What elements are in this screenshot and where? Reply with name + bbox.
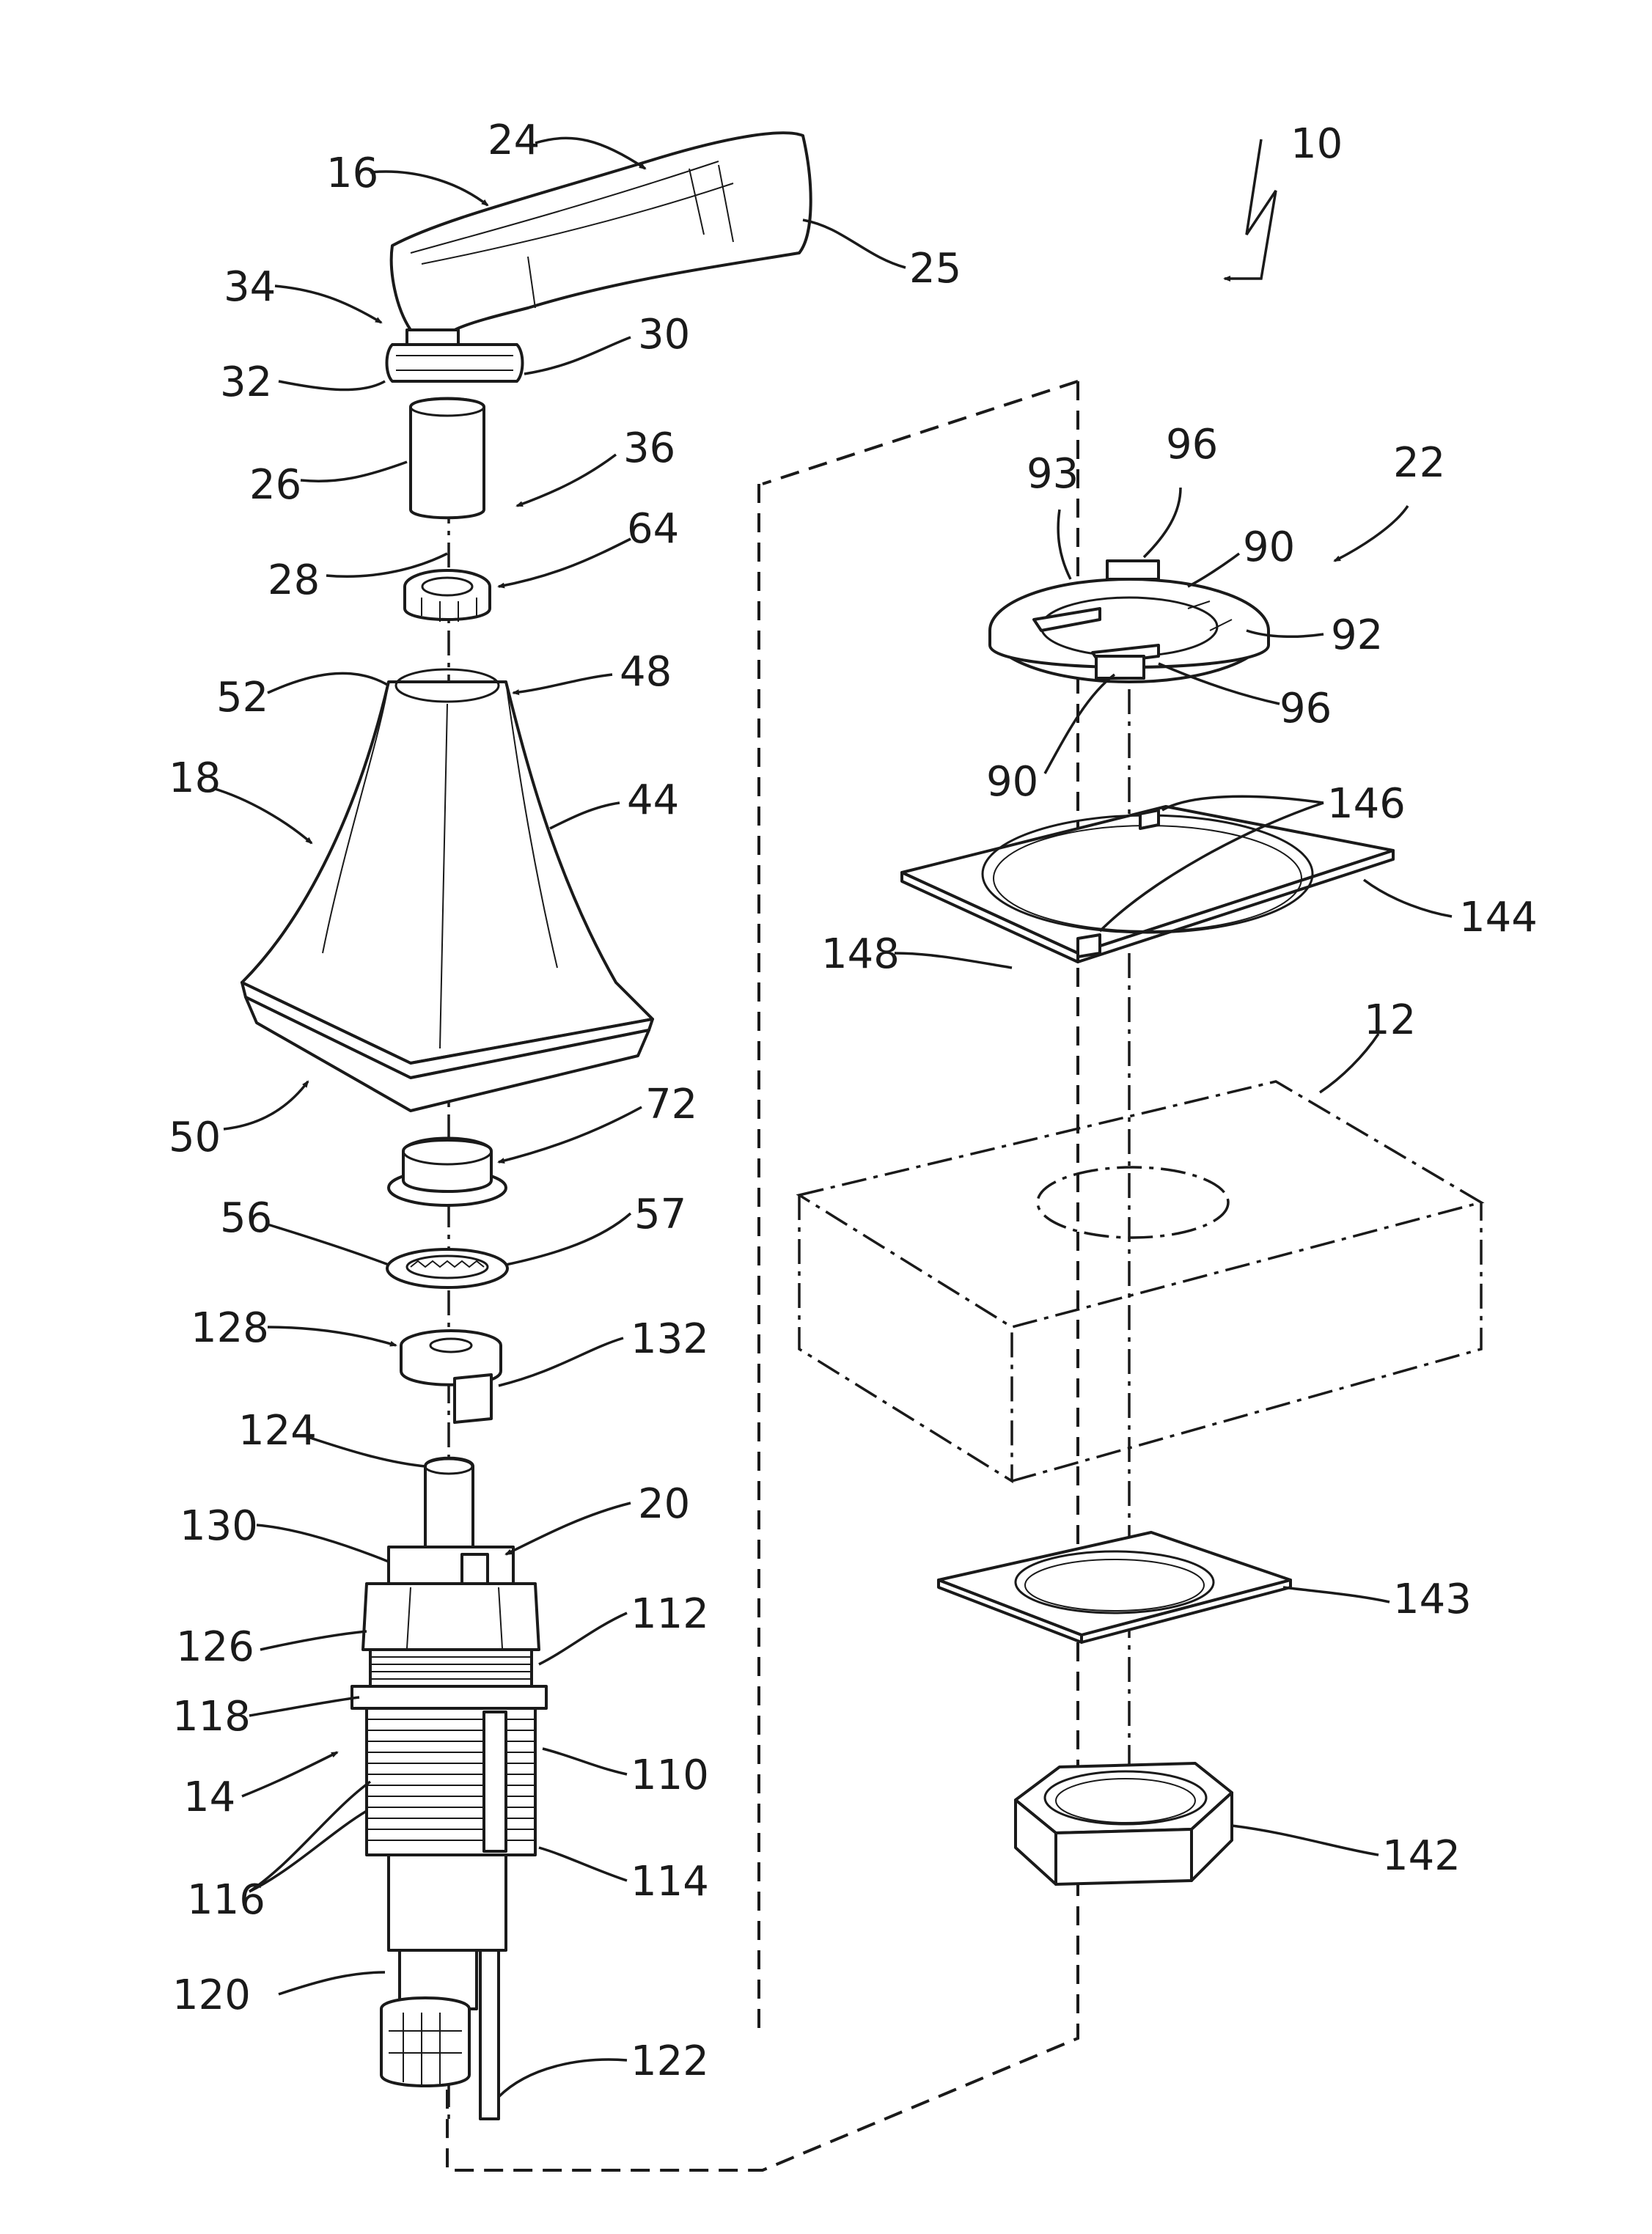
ref-10: 10 — [1291, 120, 1343, 168]
stop-ring — [401, 1331, 501, 1422]
ref-116: 116 — [187, 1876, 265, 1924]
ref-142: 142 — [1382, 1832, 1461, 1880]
ref-12: 12 — [1364, 996, 1416, 1044]
ref-18: 18 — [169, 754, 221, 802]
ref-52: 52 — [216, 674, 268, 721]
mounting-clip-plate — [990, 561, 1269, 682]
ref-144: 144 — [1459, 894, 1538, 941]
ref-118: 118 — [172, 1693, 251, 1741]
ref-64: 64 — [627, 505, 679, 553]
square-mounting-plate — [902, 806, 1393, 962]
ref-56: 56 — [220, 1194, 272, 1242]
ref-130: 130 — [180, 1502, 258, 1550]
ref-110: 110 — [631, 1752, 709, 1799]
ref-128: 128 — [191, 1304, 269, 1352]
ref-14: 14 — [183, 1774, 235, 1821]
spline-washer — [387, 1249, 507, 1287]
handle — [387, 133, 811, 518]
ref-30: 30 — [638, 311, 690, 359]
ref-112: 112 — [631, 1590, 709, 1638]
ref-20: 20 — [638, 1480, 690, 1528]
hex-nut — [1016, 1763, 1232, 1884]
ref-146: 146 — [1327, 780, 1406, 828]
square-gasket — [939, 1532, 1291, 1642]
ref-44: 44 — [627, 776, 679, 824]
ref-93: 93 — [1027, 450, 1079, 498]
ref-26: 26 — [249, 461, 301, 509]
escutcheon-bonnet — [242, 669, 653, 1111]
ref-92: 92 — [1331, 611, 1383, 659]
retainer-clip — [405, 570, 490, 622]
ref-132: 132 — [631, 1315, 709, 1363]
ref-25: 25 — [909, 245, 961, 293]
ref-57: 57 — [634, 1191, 686, 1238]
ref-90-bottom: 90 — [986, 758, 1038, 806]
ref-126: 126 — [176, 1623, 254, 1671]
ref-32: 32 — [220, 359, 272, 406]
ref-50: 50 — [169, 1114, 221, 1161]
ref-114: 114 — [631, 1858, 709, 1906]
ref-48: 48 — [620, 648, 672, 696]
ref-96-bottom: 96 — [1280, 685, 1332, 732]
ref-28: 28 — [268, 556, 320, 604]
ref-122: 122 — [631, 2038, 709, 2085]
ref-24: 24 — [488, 117, 540, 164]
assembly-boundary-dashed — [447, 381, 1078, 2170]
ref-16: 16 — [326, 150, 378, 197]
mounting-deck-phantom — [799, 1081, 1481, 1481]
ref-143: 143 — [1393, 1576, 1472, 1623]
valve-cartridge — [352, 1458, 546, 2119]
ref-34: 34 — [224, 263, 276, 311]
ref-22: 22 — [1393, 439, 1445, 487]
ref-120: 120 — [172, 1972, 251, 2019]
ref-124: 124 — [238, 1407, 317, 1455]
ref-96-top: 96 — [1166, 421, 1218, 469]
ref-72: 72 — [645, 1081, 697, 1128]
ref-148: 148 — [821, 930, 900, 978]
bushing — [389, 1138, 506, 1205]
ref-36: 36 — [623, 425, 675, 472]
ref-90-top: 90 — [1243, 523, 1295, 571]
